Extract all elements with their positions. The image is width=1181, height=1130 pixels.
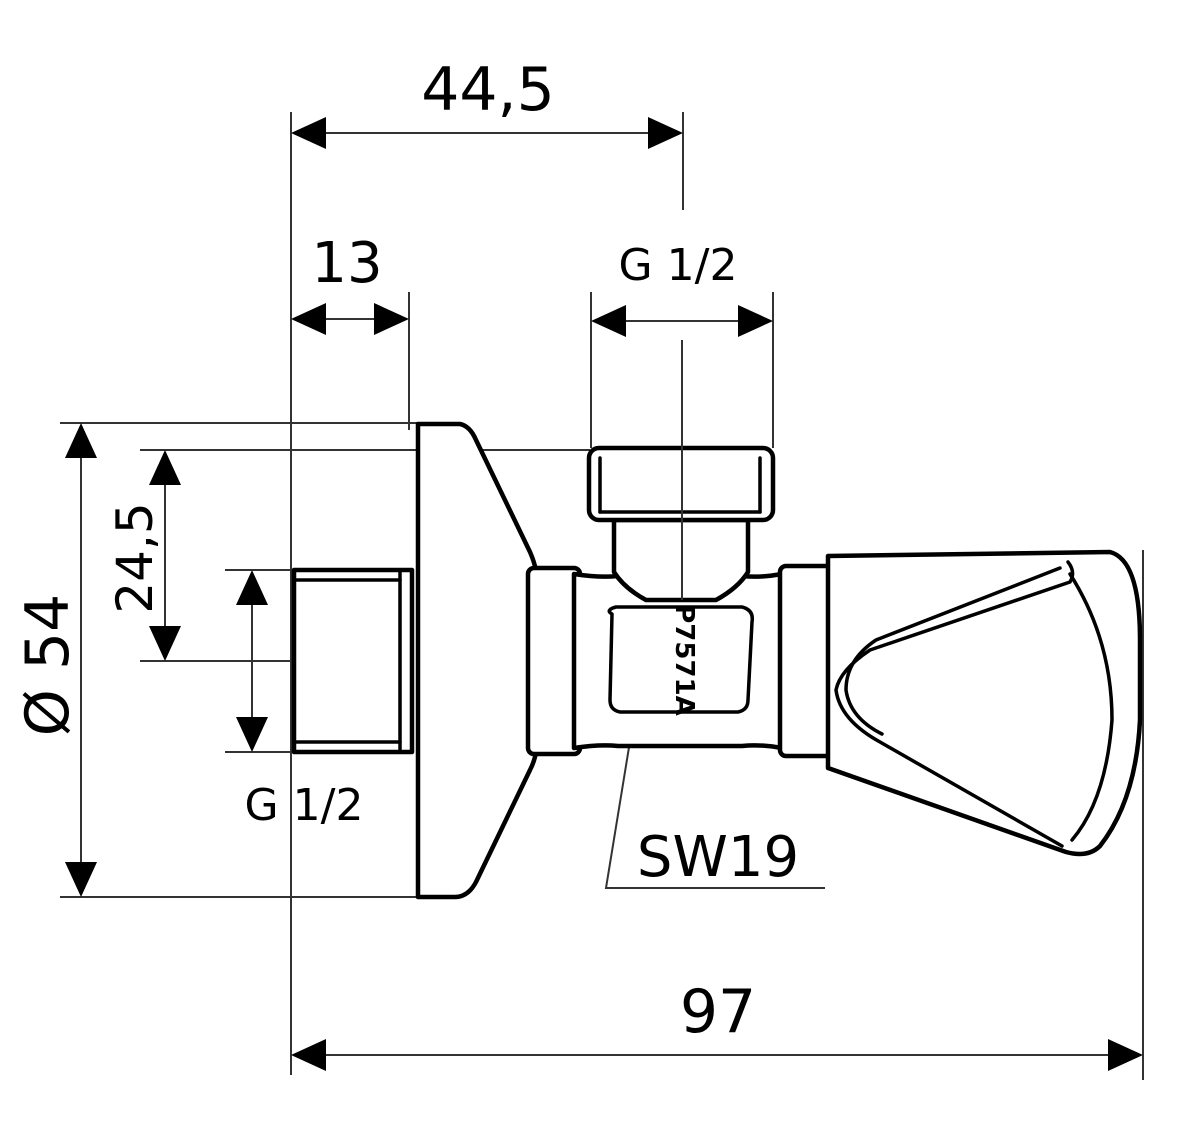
dim-inlet-depth: 13	[311, 231, 382, 296]
dim-total-length: 97	[680, 977, 756, 1047]
dim-wrench-size: SW19	[637, 825, 799, 890]
dim-inlet-thread: G 1/2	[245, 780, 364, 831]
dim-height: 24,5	[106, 502, 164, 613]
wrench-flat	[607, 605, 755, 714]
inlet-pipe	[291, 567, 415, 755]
dim-diameter: Ø 54	[13, 594, 83, 737]
extension-lines	[60, 112, 1144, 1080]
dimension-lines	[65, 117, 1143, 1071]
dim-outlet-thread: G 1/2	[619, 240, 738, 291]
body-marking: P7571A	[669, 604, 699, 716]
dim-width-top: 44,5	[421, 55, 555, 125]
escutcheon	[415, 421, 541, 900]
valve-body	[291, 340, 1143, 900]
